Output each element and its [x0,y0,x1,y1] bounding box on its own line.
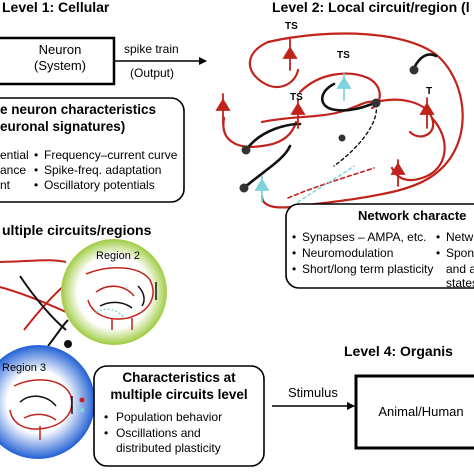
synapse-label: TS [290,92,303,103]
loop-mid [260,100,378,124]
network-left-item: Neuromodulation [302,246,394,260]
multi-circuit-item: distributed plasticity [116,441,221,455]
region-2-circle [61,239,167,345]
level2-title: Level 2: Local circuit/region (l [272,0,470,15]
soma-dot [371,98,381,108]
region-link-dot [64,340,72,348]
multi-region [0,239,265,467]
bullet: • [34,163,39,177]
level4-graphics [272,374,474,450]
soma-dot [239,183,249,193]
black-axon-2 [242,144,292,190]
network-characteristics-box [285,203,474,289]
region-2-circuit [85,267,157,330]
multi-circuit-item: Population behavior [116,410,223,424]
bullet: • [104,410,109,424]
bullet: • [292,246,297,260]
neuron-characteristics-box [0,97,185,203]
neuron-right-item: Oscillatory potentials [44,178,155,192]
neuron-characteristics-title: e neuron characteristics [0,102,157,117]
animal-human-label: Animal/Human [378,404,464,419]
black-axon-3 [320,82,374,112]
bullet: • [34,178,39,192]
neuron-right-item: Frequency–current curve [44,148,178,162]
multi-circuit-characteristics-box [93,365,265,467]
neuron-left-item: ance [0,163,27,177]
cyan-neuron [254,73,352,203]
stimulus-label: Stimulus [288,385,338,400]
neuron-box-label: Neuron [38,42,82,57]
region-3-circuit [9,379,85,440]
local-circuit [215,32,474,289]
soma-dot [409,65,419,75]
bullet: • [34,148,39,162]
network-right-item: and a [446,262,474,276]
network-right-item: states [446,276,474,290]
bullet: • [104,426,109,440]
loop-left-low [222,116,298,148]
inter-region-black-2 [47,319,69,347]
soma-dot [338,134,346,142]
bullet: • [292,230,297,244]
black-dashed [333,103,378,167]
network-left-item: Short/long term plasticity [302,262,434,276]
region-2-label: Region 2 [96,250,141,262]
animal-human-box [354,374,474,450]
red-dashed [287,167,375,199]
bullet: • [436,246,441,260]
network-right-item: Netw [446,230,474,244]
loop-right [374,98,435,138]
bullet: • [436,230,441,244]
neuron-left-item: ential [0,148,29,162]
inter-region-red-lower [0,286,67,313]
neuron-box-sublabel: (System) [34,58,86,73]
multi-circuit-item: Oscillations and [116,426,201,440]
multi-circuit-title: Characteristics at [122,370,236,385]
level3-title: ultiple circuits/regions [2,222,152,238]
network-left-item: Synapses – AMPA, etc. [302,230,427,244]
bullet: • [292,262,297,276]
neuron-right-item: Spike-freq. adaptation [44,163,162,177]
synapse-label: TS [337,50,350,61]
level1-graphics [0,36,207,203]
loop-left [248,40,300,88]
level4-title: Level 4: Organis [344,343,453,359]
synapse-label: TS [285,21,298,32]
inter-region-red-upper [0,259,67,263]
multi-circuit-subtitle: multiple circuits level [110,387,248,402]
soma-dot [241,145,251,155]
spike-train-label: spike train [124,42,179,56]
black-axon-4 [412,53,438,70]
network-right-item: Spon [446,246,474,260]
neuron-characteristics-subtitle: euronal signatures) [0,119,126,134]
level1-title: Level 1: Cellular [2,0,110,15]
neuron-left-item: nt [0,178,11,192]
output-label: (Output) [130,66,175,80]
red-neuron [215,37,435,187]
synapse-label: T [426,86,433,97]
cyan-dashed [297,165,355,203]
black-axon-1 [244,122,302,152]
region-3-label: Region 3 [2,362,47,374]
network-box-title: Network characte [358,208,467,223]
